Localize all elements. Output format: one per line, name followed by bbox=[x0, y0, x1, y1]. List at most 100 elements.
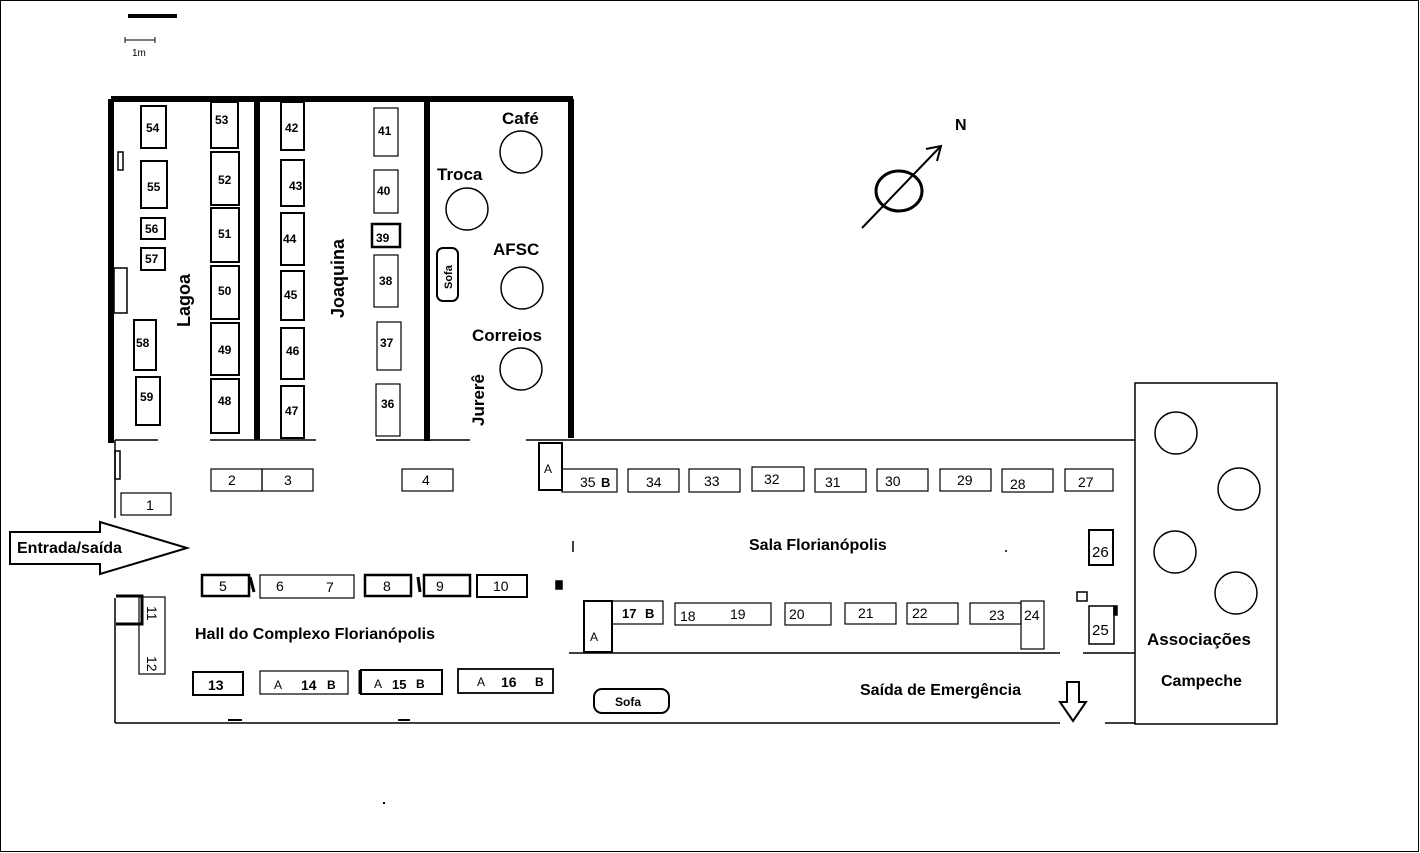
booth-label: 9 bbox=[436, 578, 444, 594]
booth-28 bbox=[1001, 468, 1054, 493]
troca-table-icon bbox=[445, 187, 489, 231]
booth-side-a: A bbox=[274, 678, 282, 692]
room-label-afsc: AFSC bbox=[493, 240, 539, 259]
booth-label: 47 bbox=[285, 404, 299, 418]
booth-label: 10 bbox=[493, 578, 509, 594]
booth-55 bbox=[140, 160, 168, 209]
booth-label: 8 bbox=[383, 578, 391, 594]
booth-16 bbox=[457, 668, 554, 694]
booth-26 bbox=[1088, 529, 1114, 566]
scale-label: 1m bbox=[132, 48, 146, 59]
booth-side-a: A bbox=[544, 462, 552, 476]
booth-30 bbox=[876, 468, 929, 492]
room-label-campeche: Campeche bbox=[1161, 673, 1242, 690]
booth-label: 5 bbox=[219, 578, 227, 594]
booth-42 bbox=[280, 101, 305, 151]
booth-label: 40 bbox=[377, 184, 391, 198]
booth-label: 38 bbox=[379, 274, 393, 288]
booth-side-b: B bbox=[645, 606, 654, 621]
booth-label: 51 bbox=[218, 227, 232, 241]
booth-label: 46 bbox=[286, 344, 300, 358]
booth-label: 13 bbox=[208, 677, 224, 693]
booth-label: 31 bbox=[825, 474, 841, 490]
booth-label: 30 bbox=[885, 473, 901, 489]
booth-50 bbox=[210, 265, 240, 320]
booth-52 bbox=[210, 151, 240, 206]
booth-43 bbox=[280, 159, 305, 207]
booth-18-19 bbox=[674, 602, 772, 626]
booth-side-b: B bbox=[601, 475, 610, 490]
hall-booth-labels: 1 2 3 4 5 6 7 8 9 10 11 12 13 A 14 B A 1… bbox=[144, 472, 544, 693]
room-label-joaquina: Joaquina bbox=[328, 238, 348, 318]
booth-label: 58 bbox=[136, 336, 150, 350]
lagoa-booth-labels: 54 55 56 57 58 59 53 52 51 50 49 48 bbox=[136, 113, 232, 408]
emergency-exit-label: Saída de Emergência bbox=[860, 682, 1021, 699]
room-label-associacoes: Associações bbox=[1147, 630, 1251, 649]
booth-label: 35 bbox=[580, 474, 596, 490]
booth-label: 22 bbox=[912, 605, 928, 621]
booth-label: 25 bbox=[1092, 622, 1109, 639]
booth-35 bbox=[561, 468, 618, 493]
booth-label: 6 bbox=[276, 578, 284, 594]
booth-59 bbox=[135, 376, 161, 426]
booth-11-12 bbox=[138, 596, 166, 675]
entrance-arrow-icon bbox=[9, 520, 191, 576]
booth-label: 53 bbox=[215, 113, 229, 127]
booth-label: 56 bbox=[145, 222, 159, 236]
room-label-cafe: Café bbox=[502, 109, 539, 128]
associacoes-table-icon bbox=[1154, 411, 1198, 455]
booth-40 bbox=[373, 169, 399, 214]
booth-label: 28 bbox=[1010, 476, 1026, 492]
booth-39 bbox=[370, 222, 402, 249]
cafe-table-icon bbox=[499, 130, 543, 174]
booth-21 bbox=[844, 602, 897, 625]
lagoa-booths bbox=[133, 101, 240, 434]
room-label-lagoa: Lagoa bbox=[174, 273, 194, 327]
booth-label: 49 bbox=[218, 343, 232, 357]
sofa-hall bbox=[593, 688, 670, 714]
booth-label: 42 bbox=[285, 121, 299, 135]
booth-57 bbox=[140, 247, 166, 271]
sala-booths bbox=[538, 442, 1115, 653]
booth-54 bbox=[140, 105, 167, 149]
booth-label: 18 bbox=[680, 608, 696, 624]
booth-32 bbox=[751, 466, 805, 492]
booth-22 bbox=[906, 602, 959, 625]
booth-45 bbox=[280, 270, 305, 321]
booth-label: 33 bbox=[704, 473, 720, 489]
afsc-table-icon bbox=[500, 266, 544, 310]
booth-17a bbox=[583, 600, 613, 653]
booth-label: 27 bbox=[1078, 474, 1094, 490]
booth-label: 37 bbox=[380, 336, 394, 350]
booth-20 bbox=[784, 602, 832, 626]
booth-33 bbox=[688, 468, 741, 493]
north-label: N bbox=[955, 117, 967, 134]
booth-24 bbox=[1020, 600, 1045, 650]
room-label-sala: Sala Florianópolis bbox=[749, 537, 887, 554]
joaquina-booth-labels: 42 43 44 45 46 47 41 40 39 38 37 36 bbox=[283, 121, 395, 418]
booth-label: 7 bbox=[326, 579, 334, 595]
booth-37 bbox=[376, 321, 402, 371]
booth-label: 34 bbox=[646, 474, 662, 490]
booth-label: 23 bbox=[989, 607, 1005, 623]
booth-9 bbox=[422, 573, 472, 598]
booth-label: 1 bbox=[146, 497, 154, 513]
entrance-label: Entrada/saída bbox=[17, 540, 122, 557]
booth-label: 36 bbox=[381, 397, 395, 411]
booth-38 bbox=[373, 254, 399, 308]
sala-booth-labels: A 35 B 34 33 32 31 30 29 28 27 26 A 17 B… bbox=[544, 462, 1109, 644]
correios-table-icon bbox=[499, 347, 543, 391]
booth-divider bbox=[248, 576, 256, 593]
booth-14 bbox=[259, 670, 349, 695]
thin-walls bbox=[114, 382, 1278, 725]
booth-side-a: A bbox=[374, 677, 382, 691]
booth-41 bbox=[373, 107, 399, 157]
booth-label: 12 bbox=[144, 656, 160, 672]
booth-side-b: B bbox=[416, 677, 425, 691]
sofa-label: Sofa bbox=[443, 264, 455, 289]
booth-label: 15 bbox=[392, 677, 406, 692]
room-label-jurere: Jurerê bbox=[469, 374, 488, 426]
booth-label: 55 bbox=[147, 180, 161, 194]
